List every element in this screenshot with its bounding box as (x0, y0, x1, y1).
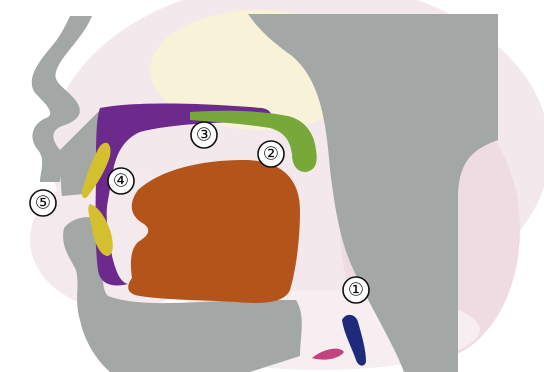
label-1-text: ① (348, 280, 364, 301)
label-3: ③ (191, 122, 217, 148)
label-2-text: ② (263, 144, 279, 165)
label-4: ④ (108, 168, 134, 194)
label-2: ② (258, 141, 284, 167)
label-1: ① (343, 277, 369, 303)
label-3-text: ③ (196, 125, 212, 146)
label-5-text: ⑤ (35, 193, 51, 214)
label-5: ⑤ (30, 190, 56, 216)
label-4-text: ④ (113, 171, 129, 192)
tongue (128, 160, 300, 303)
